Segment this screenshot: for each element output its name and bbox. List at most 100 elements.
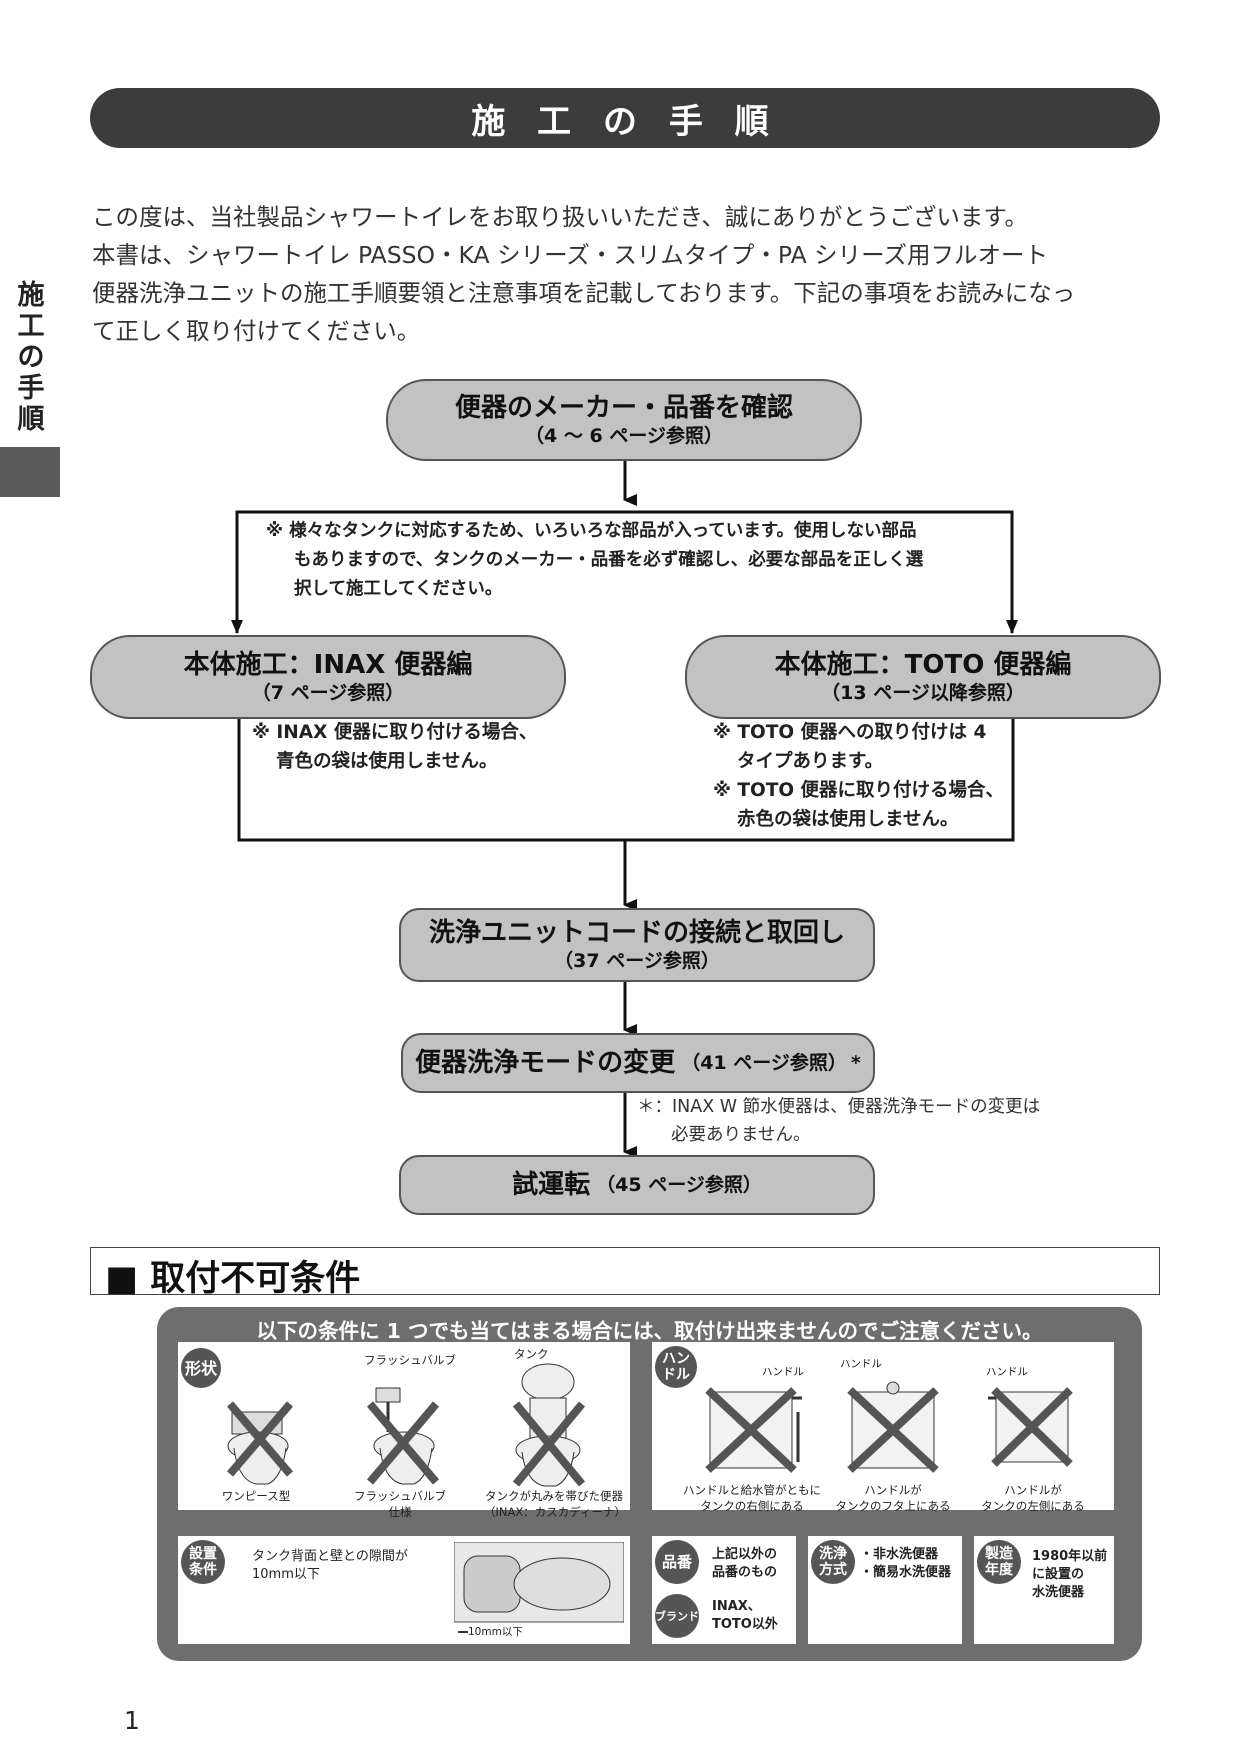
intro-line: 本書は、シャワートイレ PASSO・KA シリーズ・スリムタイプ・PA シリーズ… — [92, 241, 1048, 269]
install-text: タンク背面と壁との隙間が 10mm以下 — [252, 1548, 408, 1584]
shape-tag: 形状 — [181, 1348, 221, 1388]
note-line: 青色の袋は使用しません。 — [276, 751, 498, 772]
text-line: INAX、 — [712, 1599, 761, 1614]
flow-step-inax: 本体施工：INAX 便器編 （7 ページ参照） — [90, 635, 566, 719]
rounded-tank-toilet-icon — [512, 1363, 586, 1487]
handle-tag-label: ハン ドル — [662, 1351, 690, 1383]
note-line: 赤色の袋は使用しません。 — [737, 809, 959, 830]
page-number: 1 — [124, 1706, 140, 1735]
caption-line: （INAX：カスカディーナ） — [484, 1505, 626, 1519]
side-section-tab: 施 工 の 手 順 — [0, 280, 62, 435]
note-line: ※ TOTO 便器に取り付ける場合、 — [713, 780, 1005, 801]
parts-warning-note: ※ 様々なタンクに対応するため、いろいろな部品が入っています。使用しない部品 も… — [266, 517, 1006, 604]
shape-caption: ワンピース型 — [196, 1488, 316, 1504]
flush-valve-toilet-icon — [366, 1387, 440, 1485]
wash-mode-footnote: ＊：INAX W 節水便器は、便器洗浄モードの変更は 必要ありません。 — [637, 1093, 1040, 1149]
model-tag: 品番 — [655, 1540, 699, 1584]
handle-cell: ハン ドル ハンドル ハンドル ハンドル ハンドルと給水管がともに タンクの右側… — [652, 1342, 1114, 1513]
inax-note: ※ INAX 便器に取り付ける場合、 青色の袋は使用しません。 — [252, 718, 572, 776]
caption-line: タンクの左側にある — [981, 1499, 1085, 1513]
callout-label: タンク — [514, 1347, 549, 1361]
flow-step-wash-mode: 便器洗浄モードの変更 （41 ページ参照） * — [401, 1033, 875, 1093]
brand-text: INAX、 TOTO以外 — [712, 1598, 778, 1634]
shape-cell: 形状 フラッシュバルブ タンク ワンピ — [178, 1342, 630, 1519]
model-brand-cell: 品番 上記以外の 品番のもの ブランド INAX、 TOTO以外 — [652, 1536, 796, 1644]
text-line: に設置の — [1032, 1567, 1085, 1582]
brand-tag: ブランド — [655, 1594, 699, 1638]
step-title: 便器洗浄モードの変更 — [415, 1048, 676, 1078]
section-heading: ■ 取付不可条件 — [105, 1259, 361, 1299]
intro-line: て正しく取り付けてください。 — [92, 317, 421, 345]
side-tab-char: 順 — [17, 404, 45, 435]
text-line: TOTO以外 — [712, 1617, 778, 1632]
step-title: 便器のメーカー・品番を確認 — [454, 393, 793, 423]
side-tab-marker — [0, 447, 60, 497]
handle-tag: ハン ドル — [655, 1346, 697, 1388]
callout-label: ハンドル — [986, 1366, 1028, 1378]
note-line: もありますので、タンクのメーカー・品番を必ず確認し、必要な部品を正しく選 — [294, 550, 924, 570]
page-title-bar: 施 工 の 手 順 — [90, 88, 1160, 148]
note-line: ※ TOTO 便器への取り付けは 4 — [713, 722, 987, 743]
text-line: 品番のもの — [712, 1565, 778, 1580]
caption-line: ハンドルが — [1004, 1483, 1062, 1497]
caption-line: フラッシュバルブ — [354, 1489, 446, 1503]
tank-left-handle-icon — [988, 1387, 1073, 1467]
text-line: ・簡易水洗便器 — [860, 1565, 952, 1580]
wash-text: ・非水洗便器 ・簡易水洗便器 — [860, 1546, 951, 1582]
step-title: 洗浄ユニットコードの接続と取回し — [428, 918, 845, 948]
toto-note: ※ TOTO 便器への取り付けは 4 タイプあります。 ※ TOTO 便器に取り… — [713, 718, 1013, 834]
callout-label: ハンドル — [840, 1358, 882, 1370]
handle-caption: ハンドルと給水管がともに タンクの右側にある — [682, 1482, 822, 1514]
flow-step-toto: 本体施工：TOTO 便器編 （13 ページ以降参照） — [685, 635, 1161, 719]
caption-line: ハンドルが — [864, 1483, 922, 1497]
note-line: タイプあります。 — [737, 751, 884, 772]
tank-lid-handle-icon — [847, 1381, 939, 1473]
section-heading-box: ■ 取付不可条件 — [90, 1247, 1160, 1299]
step-page-ref: （13 ページ以降参照） — [821, 682, 1025, 704]
step-page-ref: （37 ページ参照） — [554, 950, 720, 972]
year-tag-label: 製造 年度 — [985, 1546, 1013, 1578]
side-tab-char: 施 — [17, 280, 45, 311]
handle-caption: ハンドルが タンクのフタ上にある — [828, 1482, 958, 1514]
note-line: 択して施工してください。 — [294, 579, 503, 599]
step-page-ref: （7 ページ参照） — [251, 682, 405, 704]
shape-caption: タンクが丸みを帯びた便器 （INAX：カスカディーナ） — [484, 1488, 626, 1520]
caption-line: 仕様 — [388, 1505, 412, 1519]
caption-line: ハンドルと給水管がともに — [683, 1483, 821, 1497]
step-title: 試運転 — [512, 1170, 591, 1200]
caption-line: タンクが丸みを帯びた便器 — [485, 1489, 623, 1503]
step-title: 本体施工：INAX 便器編 — [183, 650, 473, 680]
shape-illustrations — [226, 1363, 586, 1487]
conditions-banner: 以下の条件に 1 つでも当てはまる場合には、取付け出来ませんのでご注意ください。 — [256, 1319, 1043, 1343]
flowchart-connectors — [231, 460, 1018, 1158]
wash-method-cell: 洗浄 方式 ・非水洗便器 ・簡易水洗便器 — [808, 1536, 962, 1644]
one-piece-toilet-icon — [226, 1401, 294, 1485]
text-line: 10mm以下 — [252, 1567, 320, 1582]
text-line: 上記以外の — [712, 1547, 778, 1562]
year-text: 1980年以前 に設置の 水洗便器 — [1032, 1548, 1107, 1602]
callout-label: ハンドル — [762, 1366, 804, 1378]
side-tab-char: の — [17, 342, 45, 373]
step-page-ref: （4 ～ 6 ページ参照） — [525, 425, 723, 447]
gap-diagram-icon — [454, 1542, 624, 1633]
intro-line: 便器洗浄ユニットの施工手順要領と注意事項を記載しております。下記の事項をお読みに… — [92, 279, 1076, 307]
flow-step-test-run: 試運転 （45 ページ参照） — [399, 1155, 875, 1215]
install-cell: 設置 条件 タンク背面と壁との隙間が 10mm以下 10mm以下 — [178, 1536, 630, 1644]
step-page-ref: （45 ページ参照） — [596, 1174, 762, 1196]
step-title: 本体施工：TOTO 便器編 — [774, 650, 1072, 680]
note-line: 必要ありません。 — [671, 1125, 811, 1145]
caption-line: ワンピース型 — [221, 1489, 291, 1503]
gap-label: 10mm以下 — [468, 1626, 523, 1638]
year-cell: 製造 年度 1980年以前 に設置の 水洗便器 — [974, 1536, 1114, 1644]
model-text: 上記以外の 品番のもの — [712, 1546, 777, 1582]
flow-step-cable: 洗浄ユニットコードの接続と取回し （37 ページ参照） — [399, 908, 875, 982]
tank-right-handle-icon — [705, 1387, 802, 1473]
text-line: 1980年以前 — [1032, 1549, 1108, 1564]
callout-label: フラッシュバルブ — [364, 1353, 456, 1367]
install-tag: 設置 条件 — [181, 1540, 225, 1584]
side-tab-char: 工 — [17, 311, 45, 342]
intro-paragraph: この度は、当社製品シャワートイレをお取り扱いいただき、誠にありがとうございます。… — [92, 198, 1172, 350]
note-line: ※ INAX 便器に取り付ける場合、 — [252, 722, 538, 743]
note-line: ＊：INAX W 節水便器は、便器洗浄モードの変更は — [637, 1097, 1041, 1117]
page-title: 施 工 の 手 順 — [471, 101, 779, 142]
